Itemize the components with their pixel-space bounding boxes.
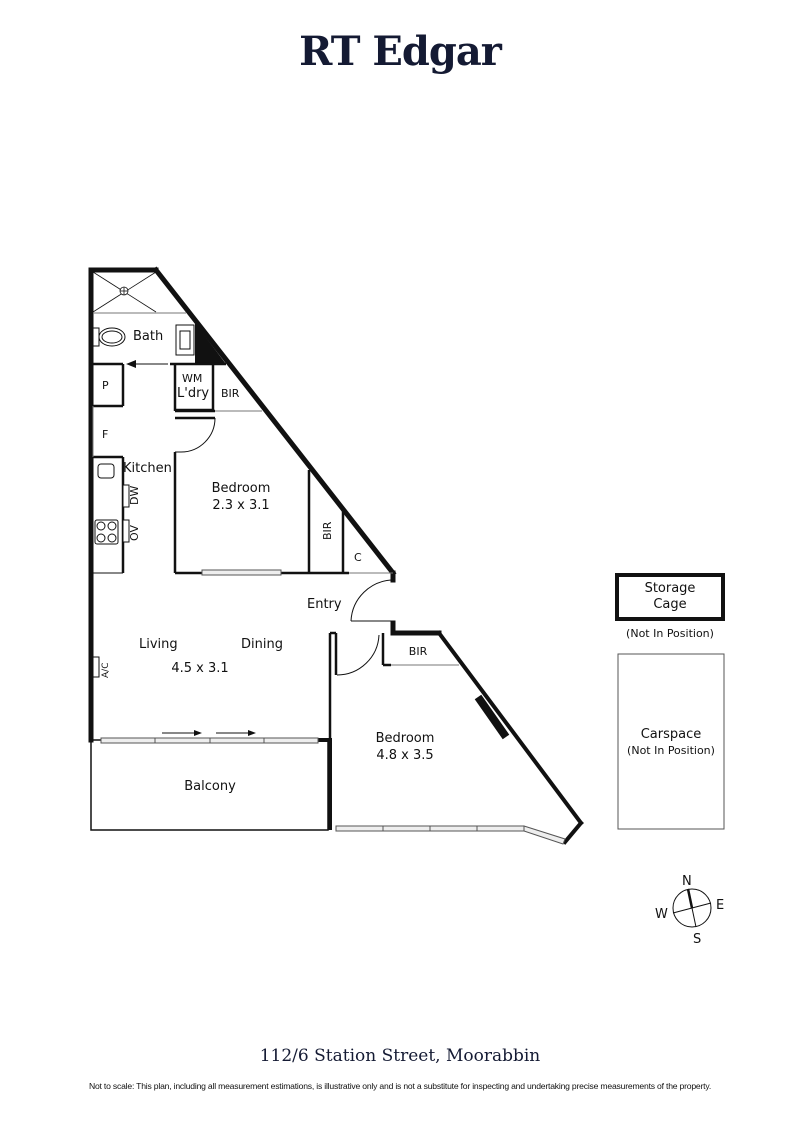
storage-label-2: Cage bbox=[653, 597, 686, 612]
room-size-living: 4.5 x 3.1 bbox=[171, 661, 228, 676]
compass-w: W bbox=[655, 907, 668, 922]
room-label-bir-bedroom2: BIR bbox=[409, 645, 428, 658]
storage-note: (Not In Position) bbox=[626, 627, 714, 640]
room-label-pantry: P bbox=[102, 379, 109, 392]
compass-icon: N E S W bbox=[655, 874, 724, 947]
shower-icon bbox=[92, 271, 157, 313]
room-label-living: Living bbox=[139, 637, 178, 652]
ac-unit-icon bbox=[92, 656, 100, 678]
door-swing-bedroom1 bbox=[180, 417, 216, 453]
door-swing-bedroom2 bbox=[336, 634, 380, 676]
room-label-kitchen: Kitchen bbox=[123, 461, 172, 476]
label-dw: DW bbox=[128, 486, 141, 505]
storage-cage-box bbox=[615, 573, 725, 621]
sink-icon bbox=[97, 463, 115, 479]
carspace-box bbox=[617, 653, 725, 830]
room-label-balcony: Balcony bbox=[184, 779, 236, 794]
compass-e: E bbox=[716, 898, 724, 913]
storage-label: Storage bbox=[645, 581, 696, 596]
room-label-dining: Dining bbox=[241, 637, 283, 652]
room-label-bath: Bath bbox=[133, 329, 163, 344]
carspace-label: Carspace bbox=[641, 727, 702, 742]
label-ov: OV bbox=[128, 525, 141, 541]
dishwasher-icon bbox=[122, 484, 130, 508]
compass-s: S bbox=[693, 932, 701, 947]
toilet-icon bbox=[92, 327, 126, 347]
room-label-closet: C bbox=[354, 551, 362, 564]
vanity-icon bbox=[175, 324, 195, 356]
label-ac: A/C bbox=[101, 663, 111, 678]
room-label-bir-bedroom1: BIR bbox=[321, 521, 334, 540]
compass-n: N bbox=[682, 874, 692, 889]
room-label-laundry: L'dry bbox=[177, 386, 209, 401]
room-label-fridge: F bbox=[102, 428, 108, 441]
room-label-bedroom1: Bedroom bbox=[212, 481, 271, 496]
room-size-bedroom2: 4.8 x 3.5 bbox=[376, 748, 433, 763]
disclaimer: Not to scale: This plan, including all m… bbox=[88, 1081, 712, 1091]
room-label-bir: BIR bbox=[221, 387, 240, 400]
property-address: 112/6 Station Street, Moorabbin bbox=[259, 1046, 541, 1066]
oven-icon bbox=[122, 519, 130, 543]
arrow-icon bbox=[126, 360, 136, 368]
room-size-bedroom1: 2.3 x 3.1 bbox=[212, 498, 269, 513]
cooktop-icon bbox=[94, 519, 119, 545]
room-label-bedroom2: Bedroom bbox=[376, 731, 435, 746]
carspace-note: (Not In Position) bbox=[627, 744, 715, 757]
door-swing-entry bbox=[350, 579, 394, 622]
brand-logo: RT Edgar bbox=[299, 28, 502, 75]
room-label-wm: WM bbox=[182, 372, 202, 385]
room-label-entry: Entry bbox=[307, 597, 342, 612]
